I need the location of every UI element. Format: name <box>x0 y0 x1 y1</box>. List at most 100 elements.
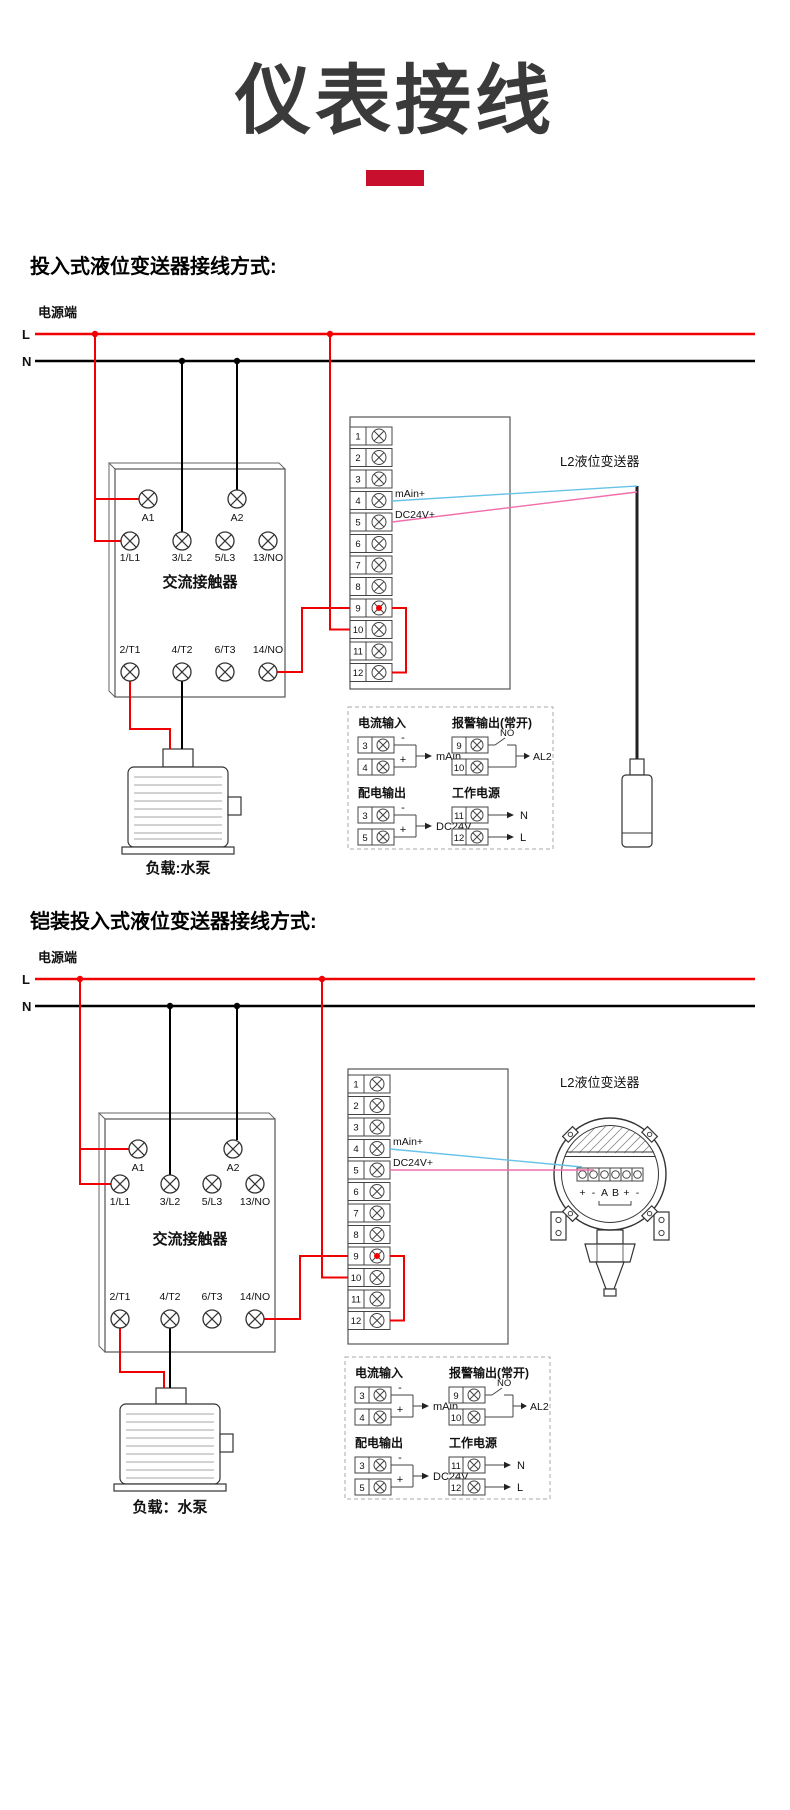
terminal-row: 7 <box>347 1203 391 1223</box>
power-rails: 电源端 L N <box>22 950 755 1014</box>
svg-text:4: 4 <box>353 1144 358 1155</box>
svg-text:A: A <box>601 1187 608 1199</box>
terminal-4t2-label: 4/T2 <box>159 1291 180 1303</box>
terminal-a2-label: A2 <box>231 512 244 524</box>
svg-text:11: 11 <box>353 647 363 658</box>
dc24v-plus-label: DC24V+ <box>393 1157 433 1169</box>
svg-text:7: 7 <box>355 561 360 572</box>
line-n-label: N <box>22 999 31 1014</box>
svg-text:11: 11 <box>351 1295 361 1306</box>
section2-heading: 铠装投入式液位变送器接线方式: <box>30 911 317 933</box>
wiring <box>76 975 594 1388</box>
svg-text:6: 6 <box>355 539 360 550</box>
svg-text:1: 1 <box>353 1080 358 1091</box>
motor-terminal-box <box>155 1387 187 1405</box>
transmitter-armored: L2液位变送器 <box>550 1075 670 1297</box>
main-plus-label: mAin+ <box>393 1136 423 1148</box>
svg-text:12: 12 <box>351 1316 362 1327</box>
load-label: 负载:水泵 <box>146 859 211 877</box>
terminal-row: 2 <box>349 448 393 467</box>
terminal-row: 10 <box>347 1268 391 1287</box>
main-plus-label: mAin+ <box>395 488 425 500</box>
diagram-submersible: 电源端 L N A1 A2 1/L1 3/L2 5/L3 13/NO 交流接触器… <box>22 305 755 877</box>
transmitter-label: L2液位变送器 <box>560 454 639 469</box>
terminal-row: 10 <box>349 620 393 639</box>
wire-2t1-to-motor <box>129 681 171 749</box>
page-title: 仪表接线 <box>235 59 555 144</box>
terminal-row: 9 <box>347 1246 391 1266</box>
line-n-label: N <box>22 354 31 369</box>
terminal-14no-label: 14/NO <box>253 644 283 656</box>
terminal-row: 4 <box>347 1139 391 1158</box>
junction-dot <box>76 975 84 983</box>
terminal-row: 8 <box>349 577 393 596</box>
wire-l-to-1l1 <box>94 334 121 542</box>
junction-dot <box>374 1253 380 1259</box>
pump-motor: 负载：水泵 <box>113 1387 234 1516</box>
svg-text:6: 6 <box>353 1187 358 1198</box>
terminal-row: 11 <box>347 1289 391 1309</box>
legend-instance <box>344 1356 551 1500</box>
svg-text:5: 5 <box>353 1166 358 1177</box>
transmitter-thread <box>595 1261 625 1290</box>
terminal-13no-label: 13/NO <box>240 1196 270 1208</box>
svg-text:3: 3 <box>355 475 360 486</box>
wire-main-signal <box>389 1148 583 1168</box>
transmitter-label: L2液位变送器 <box>560 1075 639 1090</box>
line-l-label: L <box>22 972 30 987</box>
svg-text:2: 2 <box>355 453 360 464</box>
contactor-title: 交流接触器 <box>162 573 238 591</box>
svg-text:5: 5 <box>355 518 360 529</box>
terminal-3l2-label: 3/L2 <box>160 1196 181 1208</box>
terminal-bracket <box>598 1201 632 1206</box>
junction-dot <box>233 1002 241 1010</box>
power-terminal-label: 电源端 <box>38 950 77 965</box>
motor-body <box>127 766 229 848</box>
transmitter-tip <box>603 1288 617 1297</box>
line-l-label: L <box>22 327 30 342</box>
junction-dot <box>318 975 326 983</box>
motor-terminal-box <box>162 748 194 768</box>
terminal-row: 12 <box>349 663 393 682</box>
terminal-row: 1 <box>349 426 393 446</box>
svg-text:8: 8 <box>355 582 360 593</box>
svg-text:-: - <box>636 1187 640 1199</box>
terminal-row: 5 <box>349 512 393 532</box>
svg-text:9: 9 <box>355 604 360 615</box>
terminal-1l1-label: 1/L1 <box>110 1196 131 1208</box>
svg-text:9: 9 <box>353 1252 358 1263</box>
wire-t9-to-14no <box>264 1255 348 1320</box>
svg-text:+: + <box>579 1187 585 1199</box>
probe-body <box>621 774 653 848</box>
terminal-6t3-label: 6/T3 <box>214 644 235 656</box>
motor-base <box>121 846 235 855</box>
svg-text:4: 4 <box>355 496 360 507</box>
wire-main-signal <box>391 485 638 502</box>
wiring <box>91 330 638 749</box>
ac-contactor: A1 A2 1/L1 3/L2 5/L3 13/NO 交流接触器 2/T1 4/… <box>97 1112 276 1353</box>
terminal-2t1-label: 2/T1 <box>119 644 140 656</box>
terminal-3l2-label: 3/L2 <box>172 552 193 564</box>
terminal-row: 5 <box>347 1160 391 1180</box>
junction-dot <box>178 357 186 365</box>
terminal-14no-label: 14/NO <box>240 1291 270 1303</box>
svg-text:B: B <box>612 1187 619 1199</box>
wire-l-to-t10 <box>329 334 350 631</box>
head-inner <box>561 1125 659 1223</box>
transmitter-probe: L2液位变送器 <box>560 454 653 848</box>
head-lugs <box>561 1125 659 1223</box>
svg-text:2: 2 <box>353 1101 358 1112</box>
terminal-row: 3 <box>347 1117 391 1137</box>
motor-shaft <box>219 1433 234 1453</box>
junction-dot <box>166 1002 174 1010</box>
terminal-a1-label: A1 <box>132 1162 145 1174</box>
terminal-a2-label: A2 <box>227 1162 240 1174</box>
motor-fins <box>134 776 222 840</box>
terminal-5l3-label: 5/L3 <box>202 1196 223 1208</box>
transmitter-neck <box>596 1229 624 1245</box>
junction-dot <box>233 357 241 365</box>
section1-heading: 投入式液位变送器接线方式: <box>30 256 277 278</box>
legend-instance <box>347 706 554 850</box>
